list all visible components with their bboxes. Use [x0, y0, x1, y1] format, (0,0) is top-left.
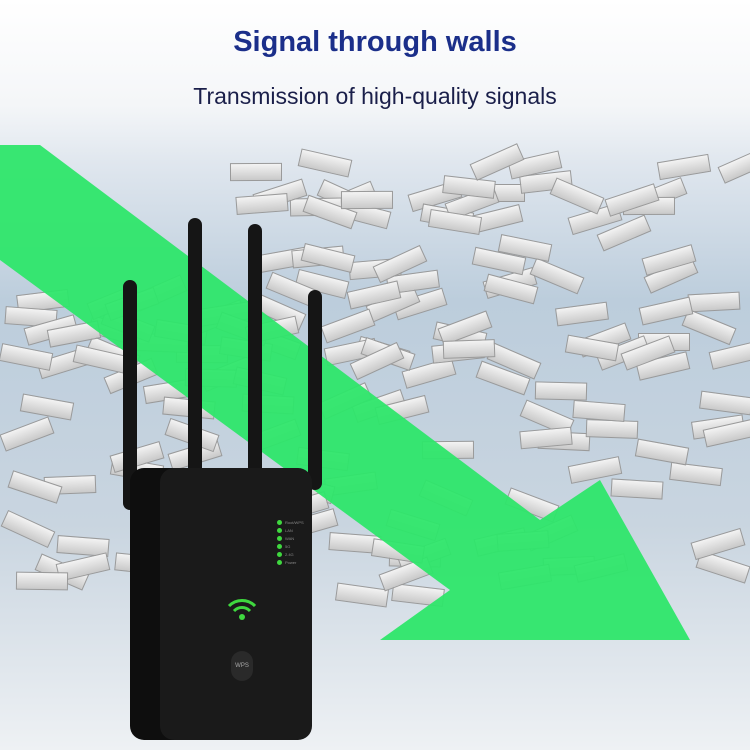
led-indicator-icon — [277, 552, 282, 557]
wifi-icon — [227, 599, 257, 620]
led-label: 2.4G — [285, 552, 294, 557]
led-indicator-icon — [277, 528, 282, 533]
led-label: WAN — [285, 536, 295, 541]
led-label: 5G — [285, 544, 291, 549]
led-indicator-icon — [277, 536, 282, 541]
page-title: Signal through walls — [233, 26, 517, 58]
router-antenna — [308, 290, 322, 490]
status-led: 2.4G — [277, 552, 294, 557]
led-indicator-icon — [277, 560, 282, 565]
status-led: WAN — [277, 536, 294, 541]
router-antenna — [248, 224, 262, 484]
led-label: Power — [285, 560, 297, 565]
wifi-extender-device: Root/WPS LAN WAN 5G 2.4G Power WPS — [160, 468, 312, 740]
router-antenna — [123, 280, 137, 510]
led-label: LAN — [285, 528, 293, 533]
router-antenna — [188, 218, 202, 488]
status-led: Root/WPS — [277, 520, 304, 525]
status-led: LAN — [277, 528, 293, 533]
page-subtitle: Transmission of high-quality signals — [193, 83, 557, 109]
led-indicator-icon — [277, 520, 282, 525]
status-led: Power — [277, 560, 296, 565]
led-label: Root/WPS — [285, 520, 304, 525]
wps-button[interactable]: WPS — [231, 651, 253, 681]
status-led: 5G — [277, 544, 290, 549]
led-indicator-icon — [277, 544, 282, 549]
